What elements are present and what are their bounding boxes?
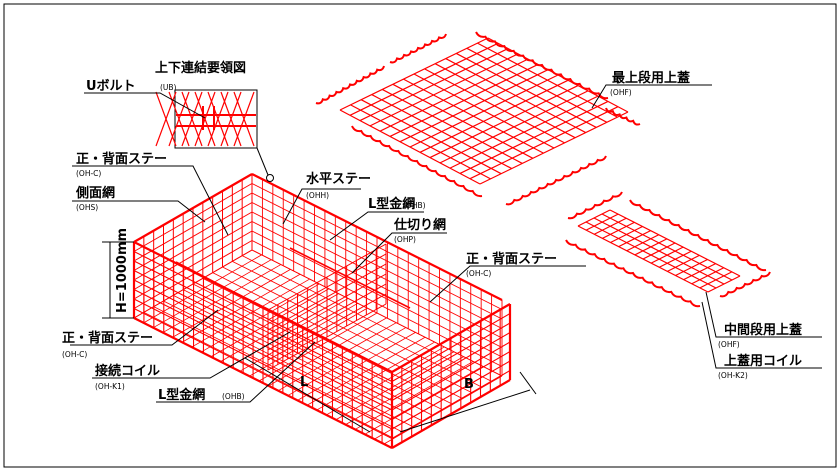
- inset-pointer-circle: [266, 174, 274, 182]
- mid-lid-mesh: [577, 209, 741, 293]
- front-stay-1-code: (OH-C): [76, 169, 101, 178]
- side-mesh-code: (OHS): [76, 203, 98, 212]
- dimension-l: L: [300, 375, 308, 390]
- coil-code: (OH-K1): [95, 382, 125, 391]
- top-lid-code: (OHF): [610, 88, 632, 97]
- inset-title: 上下連結要領図: [155, 60, 246, 76]
- top-lid-label: 最上段用上蓋: [612, 70, 690, 86]
- u-bolt-code: (UB): [160, 83, 177, 92]
- height-label: H=1000mm: [115, 228, 130, 313]
- top-lid-mesh: [339, 37, 629, 185]
- inset-detail: [155, 89, 274, 182]
- leader-lines: [70, 84, 822, 403]
- l-mesh-2-label: L型金網: [158, 387, 205, 403]
- lid-coil-label: 上蓋用コイル: [724, 353, 802, 369]
- front-stay-1-label: 正・背面ステー: [76, 151, 167, 167]
- lid-coil-code: (OH-K2): [718, 371, 748, 380]
- dimension-b: B: [464, 377, 474, 392]
- u-bolt-label: Uボルト: [86, 78, 136, 94]
- dimension-lines: [102, 241, 537, 433]
- horizontal-stay-code: (OHH): [306, 191, 329, 200]
- front-stay-2-label: 正・背面ステー: [466, 251, 557, 267]
- mid-lid-code: (OHF): [718, 340, 740, 349]
- l-mesh-2-code: (OHB): [222, 392, 245, 401]
- horizontal-stay-label: 水平ステー: [306, 171, 371, 187]
- gabion-box-mesh: [132, 173, 512, 449]
- front-stay-3-label: 正・背面ステー: [62, 330, 153, 346]
- lid-coils: [315, 31, 771, 308]
- l-mesh-1-code: (OHB): [403, 201, 426, 210]
- coil-label: 接続コイル: [95, 363, 160, 379]
- drawing-frame: [3, 3, 837, 468]
- partition-label: 仕切り網: [393, 217, 446, 233]
- front-stay-2-code: (OH-C): [466, 269, 491, 278]
- front-stay-3-code: (OH-C): [62, 350, 87, 359]
- l-mesh-1-label: L型金網: [368, 196, 415, 212]
- mid-lid-label: 中間段用上蓋: [724, 322, 802, 338]
- partition-code: (OHP): [394, 235, 416, 244]
- labels: 上下連結要領図 Uボルト (UB) 最上段用上蓋 (OHF) 正・背面ステー (…: [62, 60, 802, 403]
- side-mesh-label: 側面網: [75, 185, 115, 201]
